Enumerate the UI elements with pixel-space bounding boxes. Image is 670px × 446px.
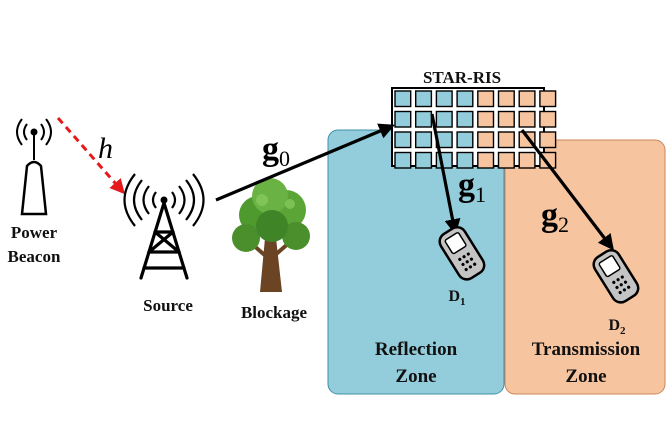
channel-g1-label: g1 [458, 167, 486, 207]
ris-reflect-element [415, 110, 433, 128]
ris-transmit-element [497, 131, 515, 149]
ris-reflect-element [394, 151, 412, 169]
ris-reflect-element [415, 131, 433, 149]
ris-transmit-element [477, 131, 495, 149]
ris-reflect-element [394, 131, 412, 149]
reflection-zone-label-line1: Reflection [375, 339, 458, 360]
ris-transmit-element [539, 90, 557, 108]
star-ris-panel [391, 87, 557, 169]
ris-reflect-element [435, 110, 453, 128]
power-beacon-label-line1: Power [11, 223, 58, 242]
channel-g0-label: g0 [262, 131, 290, 171]
signal-link-g1 [430, 113, 461, 236]
ris-reflect-element [456, 90, 474, 108]
ris-reflect-element [415, 90, 433, 108]
source-antenna-tower-icon [123, 173, 205, 280]
channel-h-label: h [98, 132, 113, 165]
blockage-label: Blockage [241, 303, 308, 322]
ris-transmit-element [518, 110, 536, 128]
ris-reflect-element [435, 90, 453, 108]
energy-link-h [56, 117, 125, 195]
power-beacon-tower-icon [16, 118, 52, 216]
ris-transmit-element [539, 110, 557, 128]
ris-transmit-element [497, 110, 515, 128]
transmission-zone [504, 139, 666, 395]
ris-reflect-element [394, 110, 412, 128]
transmission-zone-label-line2: Zone [565, 366, 606, 387]
signal-link-g2 [520, 129, 614, 251]
tree-icon [232, 178, 310, 292]
device-d1-label: D1 [448, 288, 465, 308]
signal-link-g0 [215, 123, 395, 202]
ris-transmit-element [497, 90, 515, 108]
ris-reflect-element [394, 90, 412, 108]
ris-transmit-element [539, 131, 557, 149]
ris-transmit-element [497, 151, 515, 169]
phone-icon [592, 248, 640, 304]
ris-transmit-element [518, 90, 536, 108]
star-ris-label: STAR-RIS [423, 68, 501, 87]
source-label: Source [143, 296, 193, 315]
ris-reflect-element [456, 110, 474, 128]
transmission-zone-label-line1: Transmission [532, 339, 641, 360]
ris-transmit-element [477, 110, 495, 128]
channel-g2-label: g2 [541, 197, 569, 237]
ris-reflect-element [415, 151, 433, 169]
ris-transmit-element [518, 151, 536, 169]
phone-icon [438, 225, 486, 281]
ris-transmit-element [477, 151, 495, 169]
ris-reflect-element [456, 151, 474, 169]
power-beacon-label-line2: Beacon [8, 247, 61, 266]
ris-reflect-element [456, 131, 474, 149]
reflection-zone-label-line2: Zone [395, 366, 436, 387]
device-d2-label: D2 [608, 317, 626, 337]
ris-transmit-element [477, 90, 495, 108]
